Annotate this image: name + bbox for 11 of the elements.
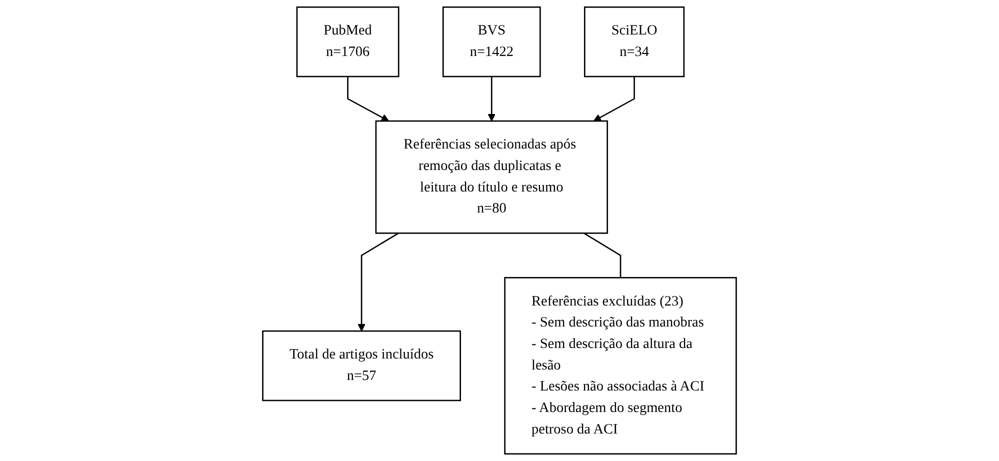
node-box: Referências selecionadas após remoção das duplicatas e leitura do título e resumo n=80 [375,120,608,234]
arrow [358,232,399,332]
node-box: PubMed n=1706 [296,6,400,78]
connector [584,232,622,278]
node-box: Total de artigos incluídos n=57 [262,330,461,402]
arrow [488,76,496,122]
arrow [593,76,635,122]
arrow [347,76,389,122]
node-box: Referências excluídas (23) - Sem descrição das manobras - Sem descrição da altura da lesão - Lesões não associadas à ACI - Abordagem do segmento petroso da ACI [504,277,737,455]
node-box: BVS n=1422 [442,6,541,78]
node-box: SciELO n=34 [584,6,685,78]
